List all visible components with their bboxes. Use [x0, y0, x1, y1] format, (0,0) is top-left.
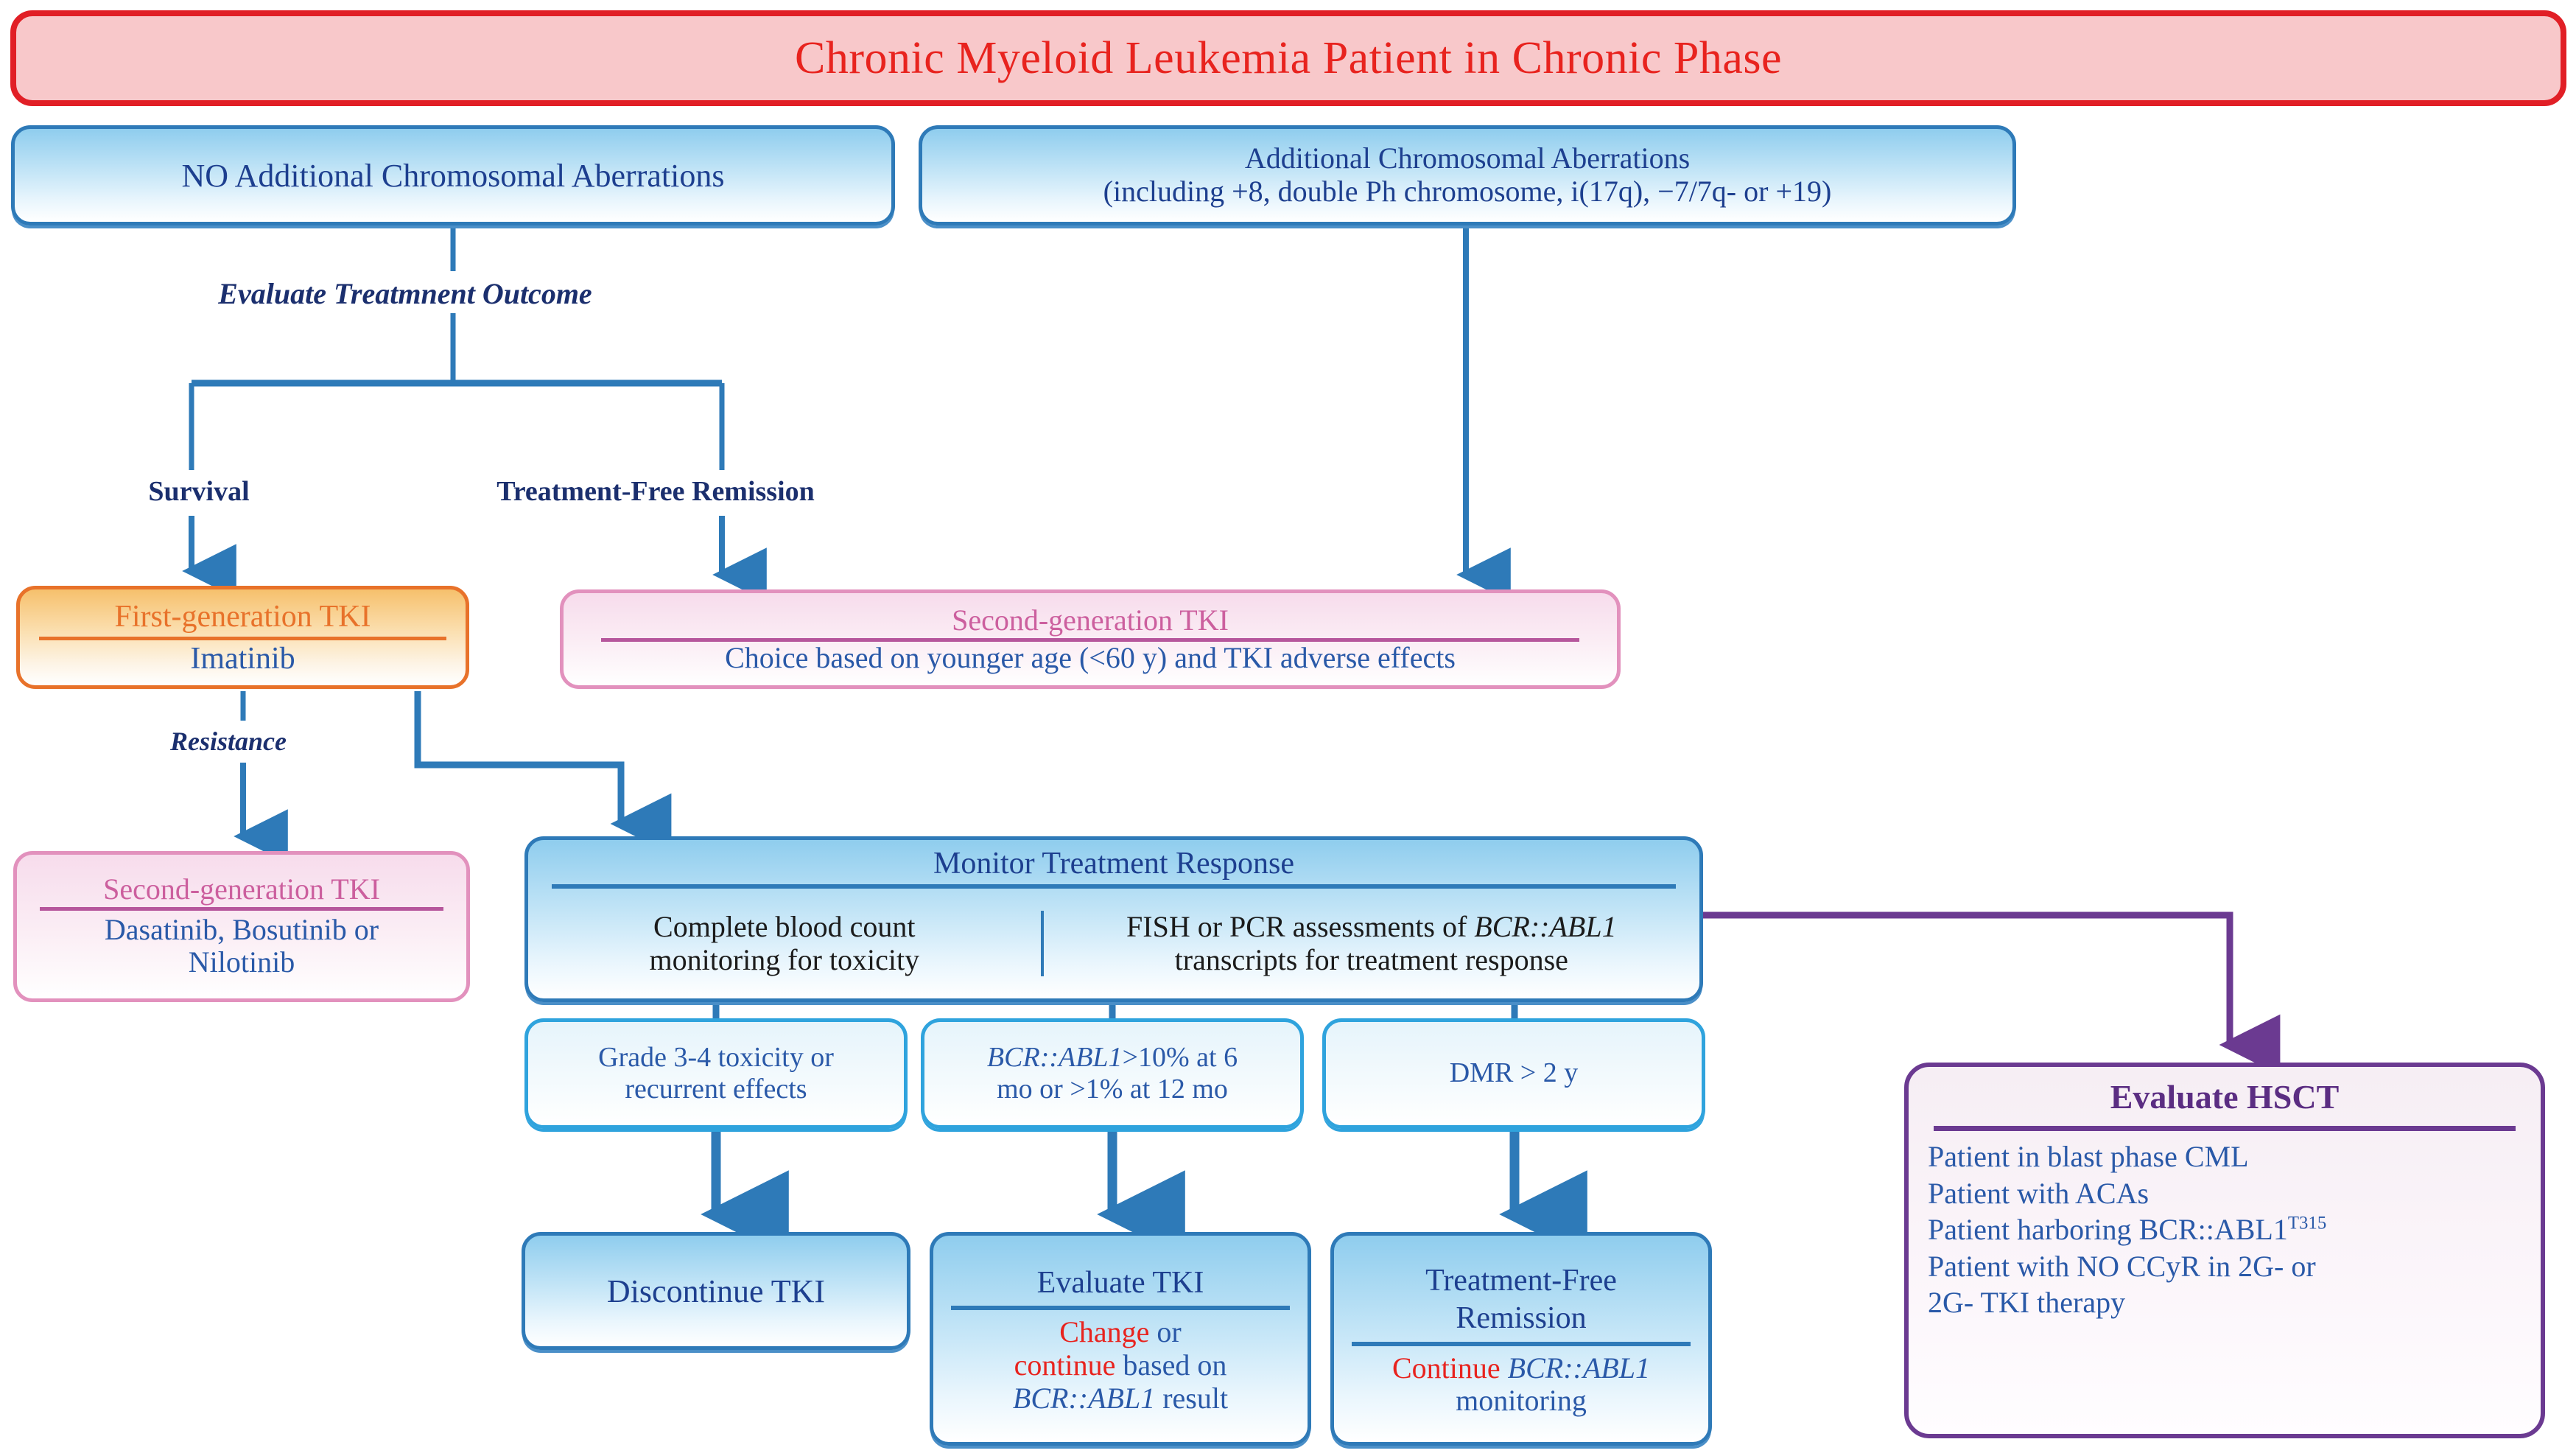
gene-name: BCR::ABL1 [1012, 1382, 1156, 1415]
hsct-item-3-text: Patient harboring BCR::ABL1 [1928, 1213, 2288, 1247]
word-continue: Continue [1392, 1351, 1501, 1385]
node-header: Evaluate TKI [1036, 1266, 1204, 1301]
hsct-item-3: Patient harboring BCR::ABL1T315 [1928, 1211, 2521, 1248]
cbc-line2: monitoring for toxicity [649, 942, 920, 976]
divider-rule [1934, 1126, 2516, 1131]
hsct-item-2: Patient with ACAs [1928, 1176, 2149, 1210]
molecular-line1-pre: FISH or PCR assessments of [1126, 909, 1475, 943]
after-gene: result [1155, 1382, 1229, 1415]
link-monitor-hsct [1703, 911, 2281, 1076]
word-or: or [1149, 1315, 1182, 1349]
criteria-line1: DMR > 2 y [1449, 1057, 1579, 1089]
node-criteria-bcr-abl1-level[interactable]: BCR::ABL1>10% at 6 mo or >1% at 12 mo [921, 1018, 1304, 1129]
node-label: NO Additional Chromosomal Aberrations [181, 157, 725, 194]
node-criteria-dmr[interactable]: DMR > 2 y [1322, 1018, 1705, 1129]
criteria-line1-rest: >10% at 6 [1122, 1041, 1238, 1073]
criteria-line2: recurrent effects [625, 1074, 807, 1105]
monitor-column-molecular: FISH or PCR assessments of BCR::ABL1 tra… [1044, 909, 1699, 977]
after-continue: based on [1115, 1348, 1227, 1382]
hsct-item-1: Patient in blast phase CML [1928, 1140, 2249, 1173]
gene-name: BCR::ABL1 [986, 1041, 1123, 1073]
page-title: Chronic Myeloid Leukemia Patient in Chro… [10, 10, 2566, 106]
node-label-line2: (including +8, double Ph chromosome, i(1… [1103, 175, 1832, 208]
node-label: Discontinue TKI [606, 1273, 826, 1309]
node-body: Imatinib [190, 641, 295, 676]
node-header: Second-generation TKI [952, 603, 1229, 637]
node-header: Monitor Treatment Response [933, 847, 1294, 881]
node-no-additional-chromosomal-aberrations[interactable]: NO Additional Chromosomal Aberrations [11, 125, 895, 225]
node-discontinue-tki[interactable]: Discontinue TKI [522, 1232, 910, 1350]
edge-label-survival: Survival [148, 476, 250, 507]
node-first-generation-tki[interactable]: First-generation TKI Imatinib [16, 586, 469, 689]
node-body-line2: Nilotinib [188, 945, 295, 979]
hsct-indications-list: Patient in blast phase CML Patient with … [1909, 1138, 2541, 1321]
word-continue: continue [1014, 1348, 1116, 1382]
node-evaluate-hsct[interactable]: Evaluate HSCT Patient in blast phase CML… [1904, 1063, 2545, 1438]
criteria-line1: Grade 3-4 toxicity or [598, 1041, 834, 1073]
hsct-item-4: Patient with NO CCyR in 2G- or [1928, 1249, 2316, 1283]
node-second-generation-tki-choice[interactable]: Second-generation TKI Choice based on yo… [560, 589, 1621, 689]
cbc-line1: Complete blood count [653, 909, 916, 943]
node-header-line2: Remission [1456, 1301, 1587, 1336]
divider-rule [951, 1306, 1290, 1311]
node-second-generation-tki-drugs[interactable]: Second-generation TKI Dasatinib, Bosutin… [13, 851, 470, 1002]
node-treatment-free-remission[interactable]: Treatment-Free Remission Continue BCR::A… [1330, 1232, 1712, 1446]
body-line2: monitoring [1456, 1384, 1587, 1418]
edge-label-evaluate-outcome: Evaluate Treatmnent Outcome [218, 277, 592, 310]
word-change: Change [1059, 1315, 1150, 1349]
node-header: First-generation TKI [114, 599, 371, 634]
molecular-line1: FISH or PCR assessments of BCR::ABL1 [1051, 909, 1692, 944]
page-title-text: Chronic Myeloid Leukemia Patient in Chro… [794, 32, 1783, 83]
divider-rule [38, 636, 447, 640]
node-additional-chromosomal-aberrations[interactable]: Additional Chromosomal Aberrations (incl… [919, 125, 2016, 225]
divider-rule [40, 907, 443, 911]
hsct-item-4-cont: 2G- TKI therapy [1928, 1286, 2126, 1320]
node-header: Evaluate HSCT [2110, 1078, 2340, 1116]
divider-rule [1352, 1341, 1691, 1346]
criteria-line2: mo or >1% at 12 mo [997, 1074, 1228, 1105]
node-body: Choice based on younger age (<60 y) and … [725, 641, 1456, 674]
node-monitor-treatment-response[interactable]: Monitor Treatment Response Complete bloo… [524, 836, 1703, 1002]
criteria-line1: BCR::ABL1>10% at 6 [932, 1042, 1293, 1074]
molecular-line2: transcripts for treatment response [1174, 942, 1568, 976]
divider-rule [600, 638, 1580, 642]
link-firstgen-monitor [414, 691, 672, 855]
edge-label-resistance: Resistance [170, 727, 287, 756]
node-header: Second-generation TKI [103, 872, 380, 906]
edge-label-treatment-free-remission: Treatment-Free Remission [496, 476, 815, 507]
monitor-column-cbc: Complete blood count monitoring for toxi… [528, 909, 1044, 977]
node-label-line1: Additional Chromosomal Aberrations [1244, 141, 1691, 175]
mutation-superscript: T315 [2287, 1213, 2327, 1233]
monitor-columns: Complete blood count monitoring for toxi… [528, 889, 1699, 998]
node-body-line1: Dasatinib, Bosutinib or [104, 913, 379, 946]
node-criteria-toxicity[interactable]: Grade 3-4 toxicity or recurrent effects [524, 1018, 908, 1129]
divider-rule [551, 884, 1677, 889]
gene-name: BCR::ABL1 [1500, 1351, 1650, 1385]
node-header-line1: Treatment-Free [1425, 1263, 1617, 1298]
gene-name: BCR::ABL1 [1474, 909, 1617, 943]
